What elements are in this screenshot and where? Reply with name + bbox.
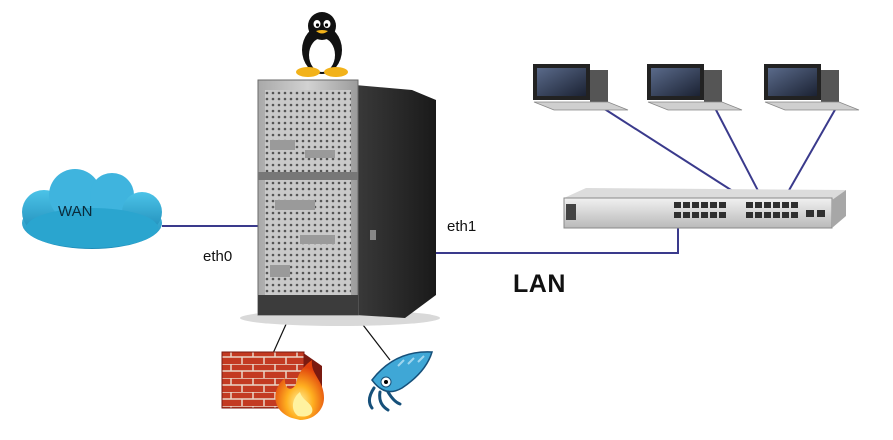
linux-penguin-icon — [296, 12, 348, 77]
desktop-computer-icon — [533, 64, 629, 111]
lan-label: LAN — [513, 270, 566, 298]
network-switch-icon — [563, 188, 846, 229]
tower-server-icon — [240, 79, 440, 326]
firewall-icon — [221, 351, 324, 420]
desktop-computer-icon — [764, 64, 860, 111]
eth0-label: eth0 — [203, 248, 233, 265]
squid-icon — [367, 351, 433, 412]
eth1-label: eth1 — [447, 218, 477, 235]
eth1-switch-link — [426, 224, 679, 254]
wan-label: WAN — [58, 203, 93, 220]
cloud-icon — [22, 169, 162, 249]
desktop-computer-icon — [647, 64, 743, 111]
